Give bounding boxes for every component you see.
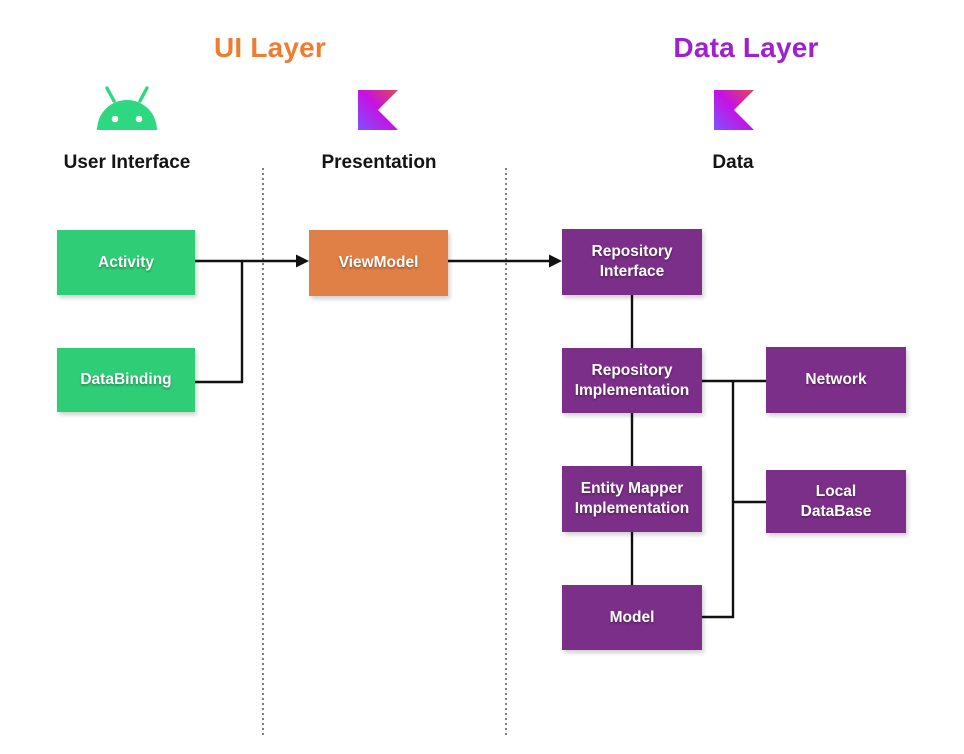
android-eye-right [135, 115, 143, 123]
data-layer-title: Data Layer [673, 32, 819, 63]
kotlin-k-mark [714, 90, 754, 130]
ui-layer-title: UI Layer [213, 32, 327, 63]
node-local-database: Local DataBase [766, 470, 906, 533]
arrowhead-viewmodel [296, 254, 309, 268]
node-model: Model [562, 585, 702, 650]
node-activity: Activity [57, 230, 195, 295]
node-repository-interface: Repository Interface [562, 229, 702, 295]
node-entity-mapper-implementation: Entity Mapper Implementation [562, 466, 702, 532]
node-network: Network [766, 347, 906, 413]
android-eye-left [111, 115, 119, 123]
column-label-user-interface: User Interface [63, 152, 191, 173]
kotlin-icon [358, 90, 398, 130]
android-antenna-left [105, 86, 116, 103]
node-databinding: DataBinding [57, 348, 195, 412]
kotlin-k-mark [358, 90, 398, 130]
android-icon [97, 86, 157, 130]
node-viewmodel: ViewModel [309, 230, 448, 296]
android-head [97, 100, 157, 130]
arrowhead-repository-interface [549, 254, 562, 268]
android-antenna-right [138, 86, 149, 103]
column-label-data: Data [712, 152, 754, 173]
column-label-presentation: Presentation [321, 152, 437, 173]
kotlin-icon [714, 90, 754, 130]
node-repository-implementation: Repository Implementation [562, 348, 702, 413]
